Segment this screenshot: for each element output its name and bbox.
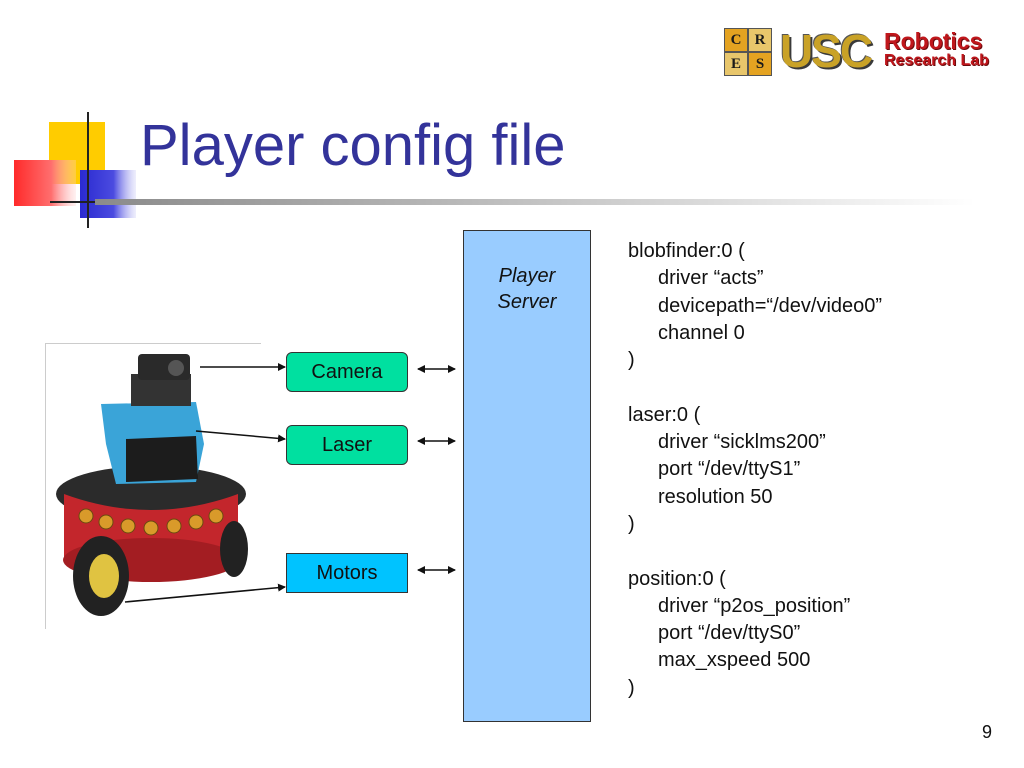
slide-title: Player config file: [140, 113, 566, 178]
deco-blue-square: [80, 170, 136, 218]
config-line: port “/dev/ttyS0”: [658, 622, 801, 645]
robot-sonar-ring: [78, 508, 224, 536]
camera-device-box: Camera: [286, 352, 408, 392]
config-line: port “/dev/ttyS1”: [658, 458, 801, 481]
config-line-blank: [628, 538, 998, 565]
page-number: 9: [981, 722, 992, 742]
server-label-line1: Player: [498, 265, 556, 287]
config-line: laser:0 (: [628, 403, 701, 426]
config-line: driver “sicklms200”: [658, 431, 826, 454]
deco-red-square: [14, 160, 76, 206]
config-line: driver “acts”: [658, 267, 764, 290]
config-line: devicepath=“/dev/video0”: [658, 294, 883, 317]
motors-device-box: Motors: [286, 553, 408, 593]
config-line: resolution 50: [658, 485, 773, 508]
config-line: position:0 (: [628, 567, 726, 590]
config-line: channel 0: [658, 321, 745, 344]
usc-wordmark: USC: [780, 25, 873, 77]
cres-letter-s: S: [749, 53, 771, 75]
logo-robotics: Robotics: [884, 28, 983, 54]
player-server-label: Player Server: [464, 263, 590, 315]
cres-letter-r: R: [749, 29, 771, 51]
config-line: ): [628, 676, 635, 699]
robot-illustration: [56, 354, 248, 616]
config-line-blank: [628, 374, 998, 401]
robot-camera-lens: [168, 360, 184, 376]
usc-robotics-logo: C R E S USC Robotics Research Lab: [724, 25, 1004, 77]
config-line: blobfinder:0 (: [628, 240, 745, 262]
robot-photo: [45, 343, 261, 629]
player-server-box: Player Server: [463, 230, 591, 722]
config-line: driver “p2os_position”: [658, 594, 851, 617]
cres-logo: C R E S: [724, 28, 772, 76]
robot-left-hub: [89, 554, 119, 598]
config-line: max_xspeed 500: [658, 649, 811, 672]
laser-device-box: Laser: [286, 425, 408, 465]
title-underline: [95, 199, 975, 205]
config-line: ): [628, 349, 635, 372]
cres-letter-c: C: [725, 29, 747, 51]
title-decoration: [14, 112, 140, 228]
logo-research-lab: Research Lab: [884, 52, 989, 69]
cres-letter-e: E: [725, 53, 747, 75]
server-label-line2: Server: [497, 291, 557, 313]
robot-right-wheel: [220, 521, 248, 577]
robot-laser-window: [126, 436, 198, 482]
config-text: blobfinder:0 ( driver “acts” devicepath=…: [628, 238, 998, 702]
config-line: ): [628, 512, 635, 535]
